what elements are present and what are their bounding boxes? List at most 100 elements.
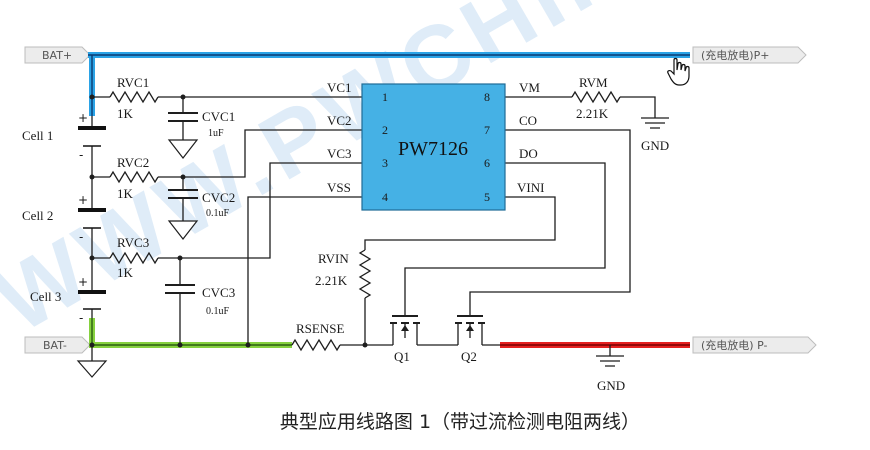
junction-dot [89,255,95,261]
junction-dot [362,342,368,348]
signal-vc3: VC3 [327,146,352,161]
p-plus-tag [692,46,807,64]
cvc1-ground-icon [167,139,199,159]
cell3-minus: - [79,311,83,325]
highlight-bat-plus-net [88,52,690,116]
cell2-label: Cell 2 [22,208,53,223]
bat-minus-tag [24,336,91,354]
cell1-minus: - [79,148,83,162]
rvc2-symbol [109,170,159,184]
junctions [89,94,368,348]
q1-arrow-icon [401,325,409,331]
terminal-bat-plus: BAT+ [24,46,91,64]
resistor-rvin: RVIN 2.21K [315,249,372,299]
cvc3-symbol [165,284,195,294]
bat-plus-label: BAT+ [42,49,72,62]
pin-3-number: 3 [382,156,388,170]
rvm-symbol [571,90,621,104]
chip-part-number: PW7126 [398,138,468,160]
cell2-plus: + [78,193,88,207]
signal-vss: VSS [327,180,351,195]
mosfet-q1: Q1 [390,315,420,364]
signal-vc2: VC2 [327,113,352,128]
ground-vm: GND [641,117,669,153]
chip-body [361,83,506,211]
junction-dot [89,342,95,348]
cell1-plus: + [78,111,88,125]
pin-6-number: 6 [484,156,490,170]
wire-vini [364,196,556,345]
junction-dot [89,94,95,100]
out-ground-icon [596,355,624,367]
signal-co: CO [519,113,537,128]
cell1-label: Cell 1 [22,128,53,143]
bat-minus-label: BAT- [43,339,67,352]
resistor-rvc1: RVC1 1K [109,75,159,121]
cell3-label: Cell 3 [30,289,61,304]
signal-vini: VINI [517,180,544,195]
rvc1-name: RVC1 [117,75,149,90]
rvin-symbol [358,249,372,299]
wire-vc3 [158,162,362,259]
pin-2-number: 2 [382,123,388,137]
bat-plus-wire [88,54,690,116]
junction-dot [177,342,183,348]
p-plus-label: (充电放电)P+ [701,48,769,62]
p-minus-tag [692,336,817,354]
wire-vc2 [158,129,362,178]
bat-minus-highlight [89,318,292,348]
terminal-bat-minus: BAT- [24,336,91,354]
pin-1-number: 1 [382,90,388,104]
chip-pw7126: PW7126 1 2 3 4 8 7 6 5 [361,83,506,211]
cvc3-value: 0.1uF [206,306,230,317]
resistor-rvc2: RVC2 1K [109,155,159,201]
capacitor-cvc2: CVC2 0.1uF [167,189,235,240]
q2-arrow-icon [466,325,474,331]
out-ground-label: GND [597,378,625,393]
resistor-rvc3: RVC3 1K [109,235,159,280]
p-minus-label: (充电放电) P- [701,338,767,352]
cell-3: Cell 3 + - [30,275,106,325]
capacitor-cvc1: CVC1 1uF [167,109,235,159]
signal-vc1: VC1 [327,80,352,95]
capacitor-cvc3: CVC3 0.1uF [165,284,235,317]
resistor-rvm: RVM 2.21K [571,75,621,121]
wires [91,96,656,361]
bat-minus-ground-icon [76,360,108,378]
junction-dot [245,342,251,348]
pin-4-number: 4 [382,190,388,204]
wire-do [404,162,606,316]
wire-vm [505,96,656,118]
rvm-name: RVM [579,75,608,90]
junction-dot [180,94,186,100]
rsense-symbol [291,338,341,352]
pin-5-number: 5 [484,190,490,204]
rvin-name: RVIN [318,251,349,266]
rvc3-name: RVC3 [117,235,149,250]
figure-caption: 典型应用线路图 1（带过流检测电阻两线） [280,411,640,433]
junction-dot [180,174,186,180]
cvc1-value: 1uF [208,128,224,139]
rsense-name: RSENSE [296,321,344,336]
mosfet-q2: Q2 [455,315,485,364]
vm-ground-icon [641,117,669,129]
rvin-value: 2.21K [315,273,348,288]
signal-vm: VM [519,80,540,95]
cvc2-symbol [168,189,198,199]
cvc2-name: CVC2 [202,190,235,205]
rvc2-value: 1K [117,186,134,201]
wire-co [469,129,631,316]
highlight-bat-minus-net [89,318,292,348]
signal-do: DO [519,146,538,161]
rvc3-symbol [109,251,159,265]
cvc2-ground-icon [167,220,199,240]
cell-2: Cell 2 + - [22,193,106,244]
junction-dot [177,255,183,261]
rvm-value: 2.21K [576,106,609,121]
resistor-rsense: RSENSE [291,321,344,352]
cell-1: Cell 1 + - [22,111,106,162]
hand-cursor-shape [667,57,690,86]
pin-8-number: 8 [484,90,490,104]
bat-minus-wire [91,318,292,346]
